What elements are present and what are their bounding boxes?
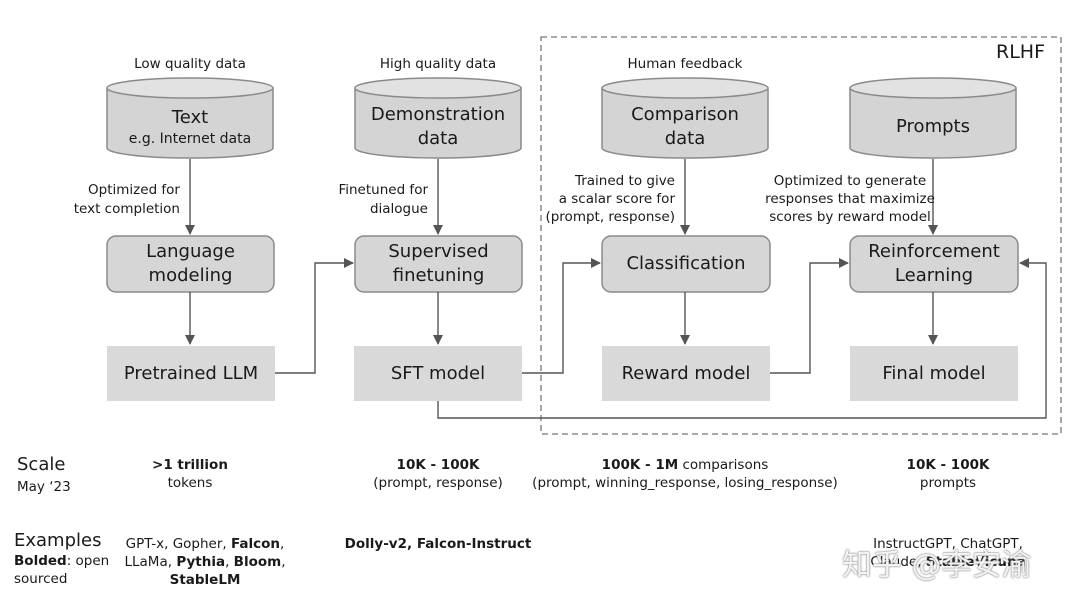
objective-4-line3: scores by reward model	[769, 209, 931, 225]
examples-col1-l2-bold2: Bloom	[233, 554, 282, 570]
model-2-label: SFT model	[390, 363, 486, 384]
objective-1-line2: text completion	[73, 201, 180, 217]
examples-col1-l2-tail: ,	[281, 554, 286, 570]
examples-col1-l1-plain: GPT-x, Gopher,	[125, 536, 231, 552]
scale-value-3-rest: comparisons	[678, 457, 769, 473]
examples-note-line2: sourced	[14, 571, 68, 587]
scale-value-4: 10K - 100K	[868, 456, 1028, 474]
objective-3-line1: Trained to give	[574, 173, 675, 189]
data-cylinder-1	[106, 77, 274, 159]
data-sub-2: data	[417, 128, 459, 149]
rlhf-label: RLHF	[996, 41, 1046, 63]
scale-value-3: 100K - 1M comparisons	[530, 456, 840, 474]
process-box-4	[849, 235, 1019, 293]
scale-date: May ‘23	[17, 479, 71, 495]
scale-value-2-bold: 10K - 100K	[396, 457, 480, 473]
arrow-pretrained-to-sft	[275, 258, 354, 374]
objective-1-line1: Optimized for	[88, 182, 180, 198]
arrow-reward-to-rl	[770, 258, 849, 374]
examples-col4-line1: InstructGPT, ChatGPT,	[873, 536, 1023, 552]
data-sub-1: e.g. Internet data	[128, 131, 252, 147]
arrow-sft-to-rl	[437, 258, 1047, 419]
model-box-4	[850, 346, 1018, 401]
data-cylinder-3	[601, 77, 769, 159]
objective-2-line2: dialogue	[369, 201, 428, 217]
process-2-line1: Supervised	[388, 241, 489, 262]
scale-value-2-line2: (prompt, response)	[373, 475, 503, 491]
examples-note-line1: Bolded: open	[14, 552, 109, 570]
data-quality-2: High quality data	[379, 56, 497, 72]
scale-value-3-line2: (prompt, winning_response, losing_respon…	[532, 475, 838, 491]
examples-col4-line2: Claude, StableVicuna	[858, 553, 1038, 571]
process-1-line2: modeling	[148, 265, 233, 286]
examples-col1-line1: GPT-x, Gopher, Falcon,	[110, 535, 300, 553]
examples-col1-l2-plain: LLaMa,	[124, 554, 177, 570]
examples-note-rest: : open	[66, 553, 110, 569]
examples-col1-l1-tail: ,	[280, 536, 285, 552]
examples-label: Examples	[14, 530, 102, 551]
examples-col4-l2-plain: Claude,	[870, 554, 926, 570]
model-box-1	[107, 346, 275, 401]
data-title-4: Prompts	[896, 116, 970, 137]
process-1-line1: Language	[146, 241, 235, 262]
scale-value-4-bold: 10K - 100K	[906, 457, 990, 473]
process-3-line1: Classification	[626, 253, 746, 274]
data-title-2: Demonstration	[370, 104, 506, 125]
process-4-line2: Learning	[894, 265, 974, 286]
examples-col4-l2-bold: StableVicuna	[925, 554, 1026, 570]
data-quality-3: Human feedback	[627, 56, 743, 72]
objective-4-line2: responses that maximize	[765, 191, 935, 207]
model-3-label: Reward model	[621, 363, 751, 384]
examples-col1-l1-bold: Falcon	[230, 536, 281, 552]
examples-col1-l2-sep: ,	[225, 554, 234, 570]
objective-3-line2: a scalar score for	[558, 191, 675, 207]
data-title-1: Text	[171, 107, 209, 128]
examples-col1-line2: LLaMa, Pythia, Bloom,	[110, 553, 300, 571]
process-2-line2: finetuning	[392, 265, 485, 286]
scale-value-4-line2: prompts	[919, 475, 977, 491]
watermark: 知乎 @李安渝	[842, 548, 1032, 583]
scale-value-1: >1 trillion	[110, 456, 270, 474]
examples-col1-line3: StableLM	[169, 572, 241, 588]
model-box-3	[602, 346, 770, 401]
model-1-label: Pretrained LLM	[123, 363, 259, 384]
scale-value-3-bold: 100K - 1M	[601, 457, 679, 473]
process-4-line1: Reinforcement	[868, 241, 1000, 262]
objective-4-line1: Optimized to generate	[773, 173, 927, 189]
examples-col2: Dolly-v2, Falcon-Instruct	[344, 536, 532, 552]
examples-col1-l2-bold1: Pythia	[176, 554, 226, 570]
data-cylinder-2	[354, 77, 522, 159]
data-title-3: Comparison	[631, 104, 739, 125]
data-quality-1: Low quality data	[134, 56, 246, 72]
examples-note-bold: Bolded	[14, 553, 67, 569]
arrow-sft-to-classification	[522, 258, 601, 374]
model-box-2	[354, 346, 522, 401]
scale-value-2: 10K - 100K	[338, 456, 538, 474]
objective-3-line3: (prompt, response)	[545, 209, 675, 225]
scale-label: Scale	[17, 454, 66, 475]
process-box-3	[601, 235, 771, 293]
scale-value-1-line2: tokens	[167, 475, 213, 491]
rlhf-region	[540, 36, 1062, 435]
scale-value-1-bold: >1 trillion	[152, 457, 228, 473]
objective-2-line1: Finetuned for	[338, 182, 428, 198]
data-sub-3: data	[664, 128, 706, 149]
data-cylinder-4	[849, 77, 1017, 159]
model-4-label: Final model	[882, 363, 986, 384]
